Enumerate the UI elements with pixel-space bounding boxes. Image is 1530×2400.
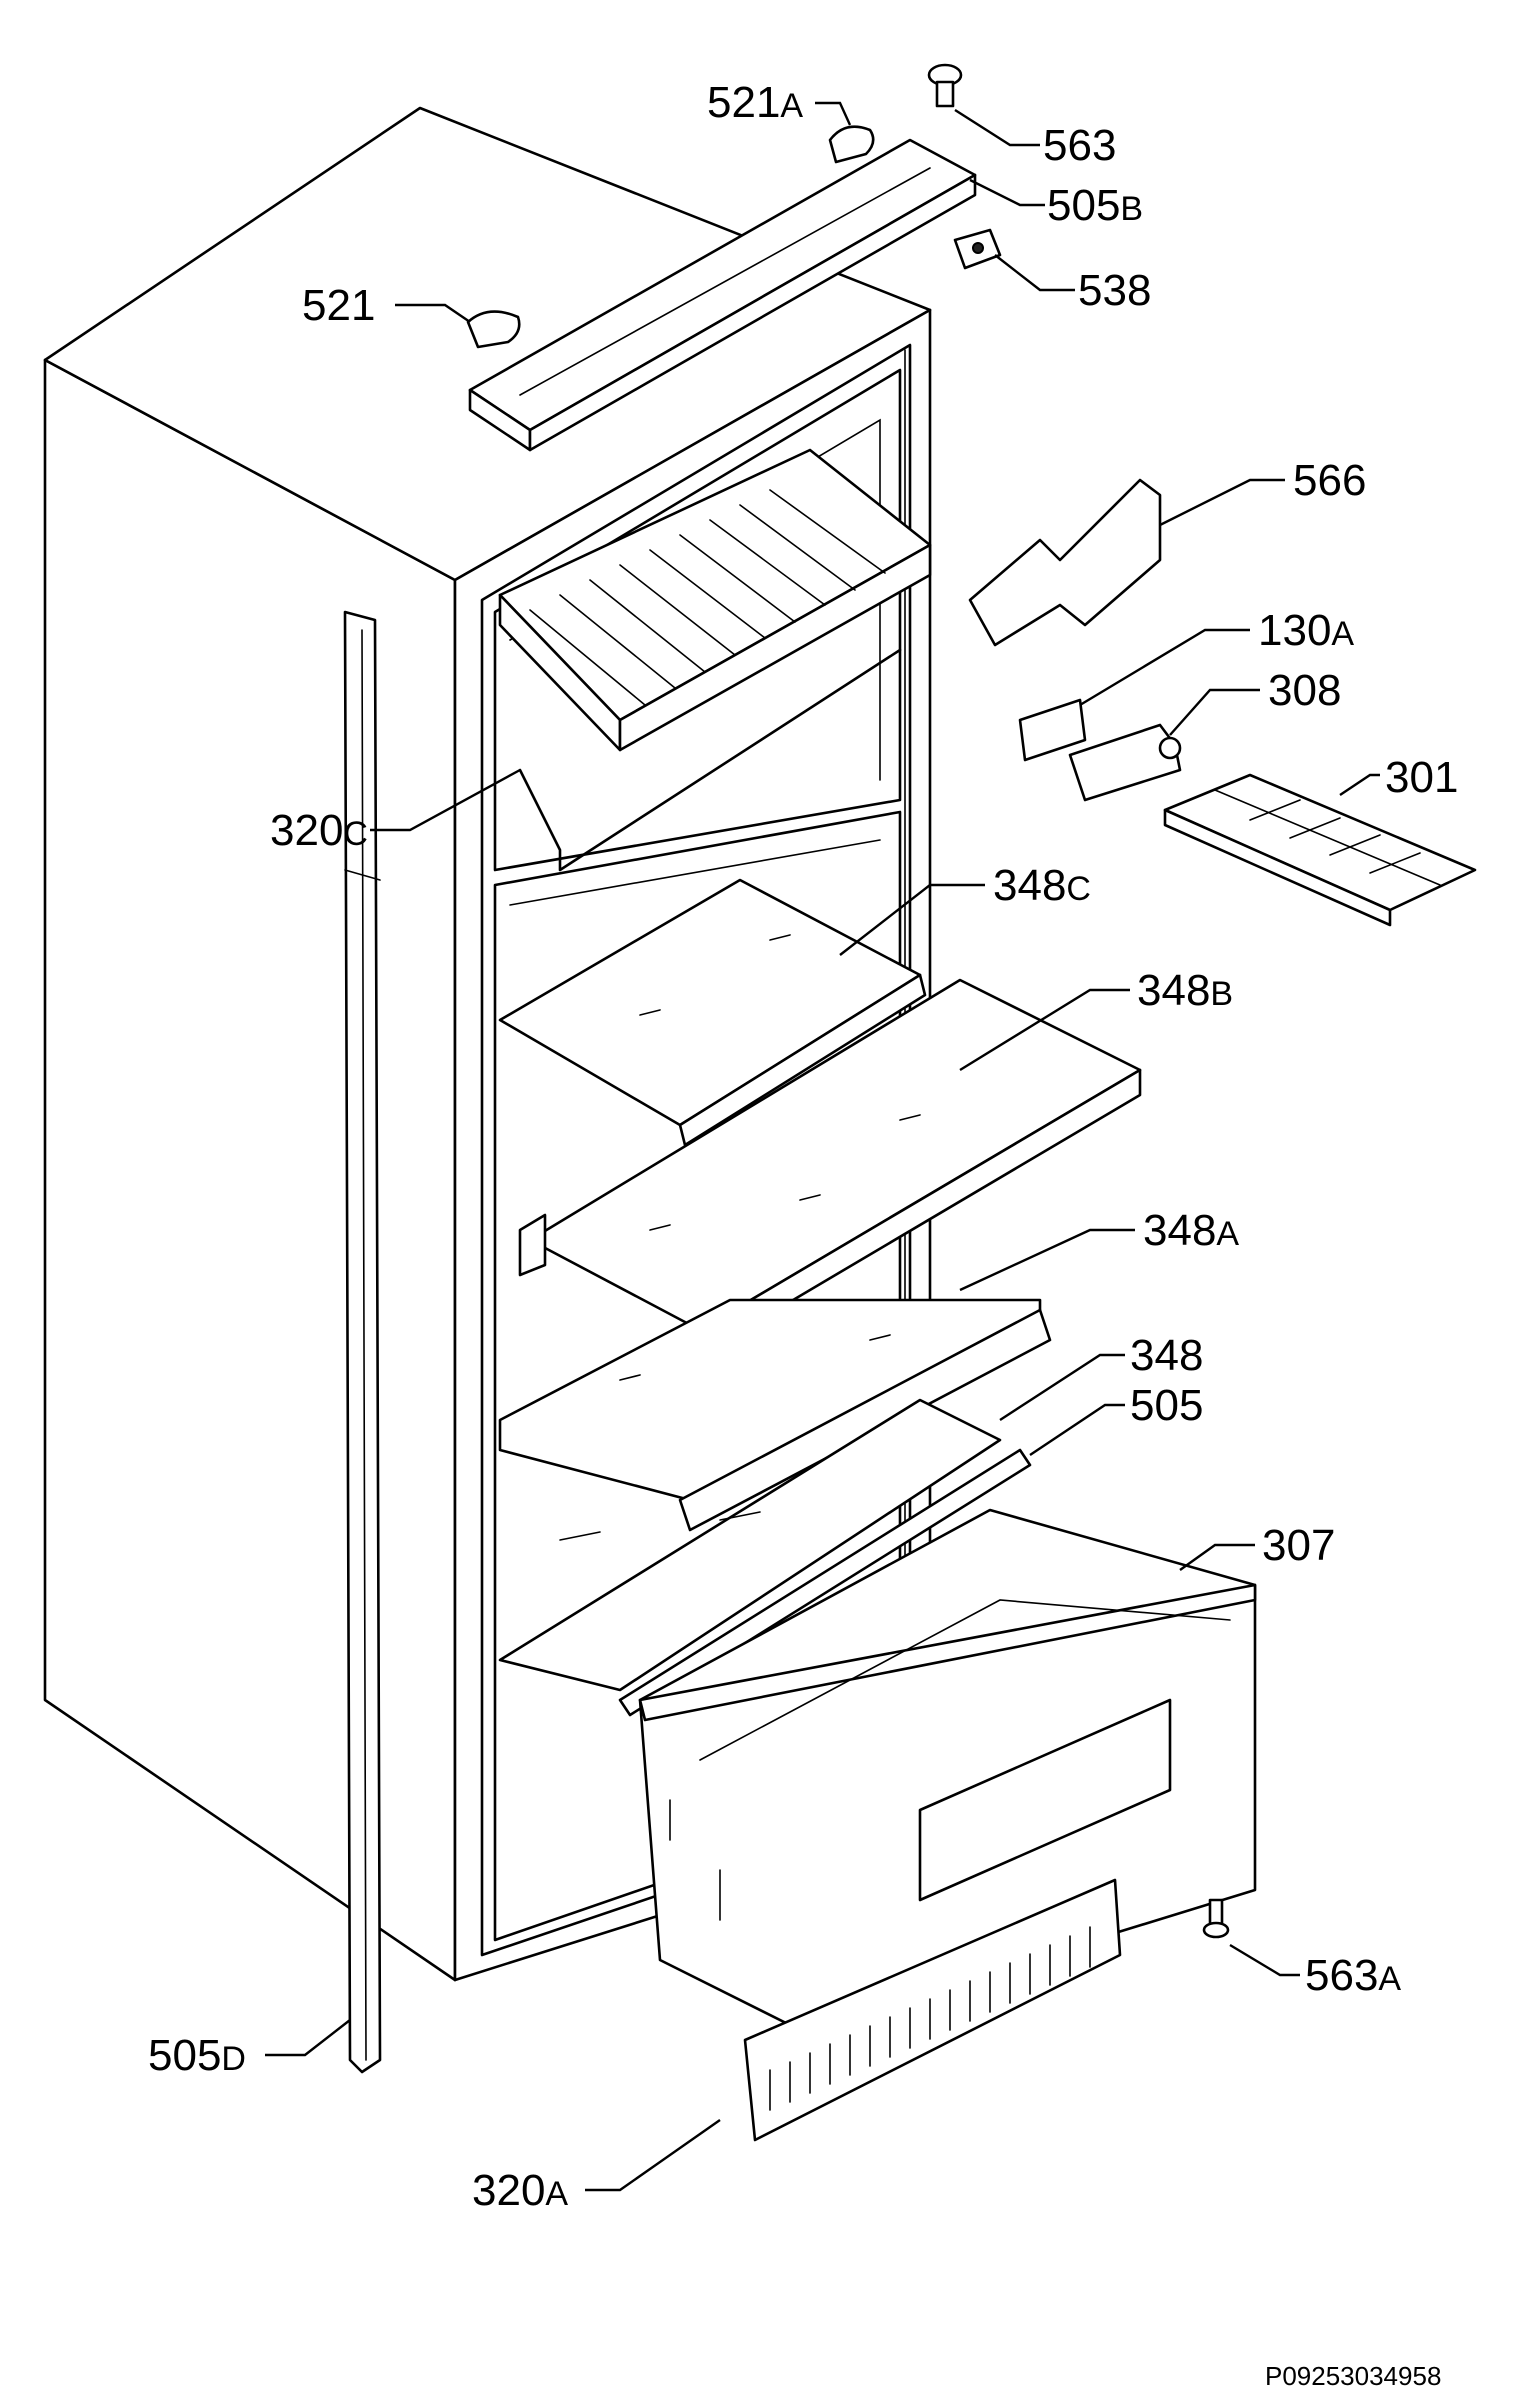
label-521: 521 bbox=[302, 281, 375, 330]
label-348a: 348A bbox=[1143, 1206, 1239, 1255]
vent-grille bbox=[743, 1878, 1122, 2142]
bracket-538 bbox=[953, 228, 1002, 270]
glass-shelf-348 bbox=[498, 1398, 1002, 1692]
label-320a: 320A bbox=[472, 2166, 568, 2215]
label-538: 538 bbox=[1078, 266, 1151, 315]
callout-labels: 521A 563 505B 538 521 566 130A 308 301 3… bbox=[148, 78, 1458, 2391]
label-301: 301 bbox=[1385, 753, 1458, 802]
glass-shelf-348b bbox=[518, 978, 1142, 1357]
label-348b: 348B bbox=[1137, 966, 1233, 1015]
label-505: 505 bbox=[1130, 1381, 1203, 1430]
screw-563 bbox=[927, 63, 963, 108]
label-348c: 348C bbox=[993, 861, 1091, 910]
label-563: 563 bbox=[1043, 121, 1116, 170]
label-307: 307 bbox=[1262, 1521, 1335, 1570]
glass-shelf-348c bbox=[498, 878, 927, 1147]
callout-leaders bbox=[265, 101, 1380, 2192]
label-521a: 521A bbox=[707, 78, 803, 127]
label-320c: 320C bbox=[270, 806, 368, 855]
cap-521a bbox=[828, 125, 875, 164]
label-505d: 505D bbox=[148, 2031, 246, 2080]
screw-563a bbox=[1202, 1898, 1230, 1939]
label-505b: 505B bbox=[1047, 181, 1143, 230]
hinge-rail bbox=[468, 138, 977, 452]
cap-521 bbox=[466, 310, 521, 349]
ice-tray-301 bbox=[1163, 773, 1477, 927]
glass-shelf-348a bbox=[498, 1298, 1052, 1532]
label-348: 348 bbox=[1130, 1331, 1203, 1380]
label-566: 566 bbox=[1293, 456, 1366, 505]
drawing-code: P09253034958 bbox=[1265, 2361, 1441, 2391]
label-563a: 563A bbox=[1305, 1951, 1401, 2000]
shelf-trim-505 bbox=[618, 1448, 1032, 1717]
label-308: 308 bbox=[1268, 666, 1341, 715]
label-130a: 130A bbox=[1258, 606, 1354, 655]
hinge-308 bbox=[1068, 723, 1182, 802]
freezer-grid-shelf bbox=[498, 448, 932, 872]
door-seal-strip bbox=[343, 610, 382, 2074]
plate-130a bbox=[1018, 698, 1087, 762]
bracket-566 bbox=[968, 478, 1162, 647]
